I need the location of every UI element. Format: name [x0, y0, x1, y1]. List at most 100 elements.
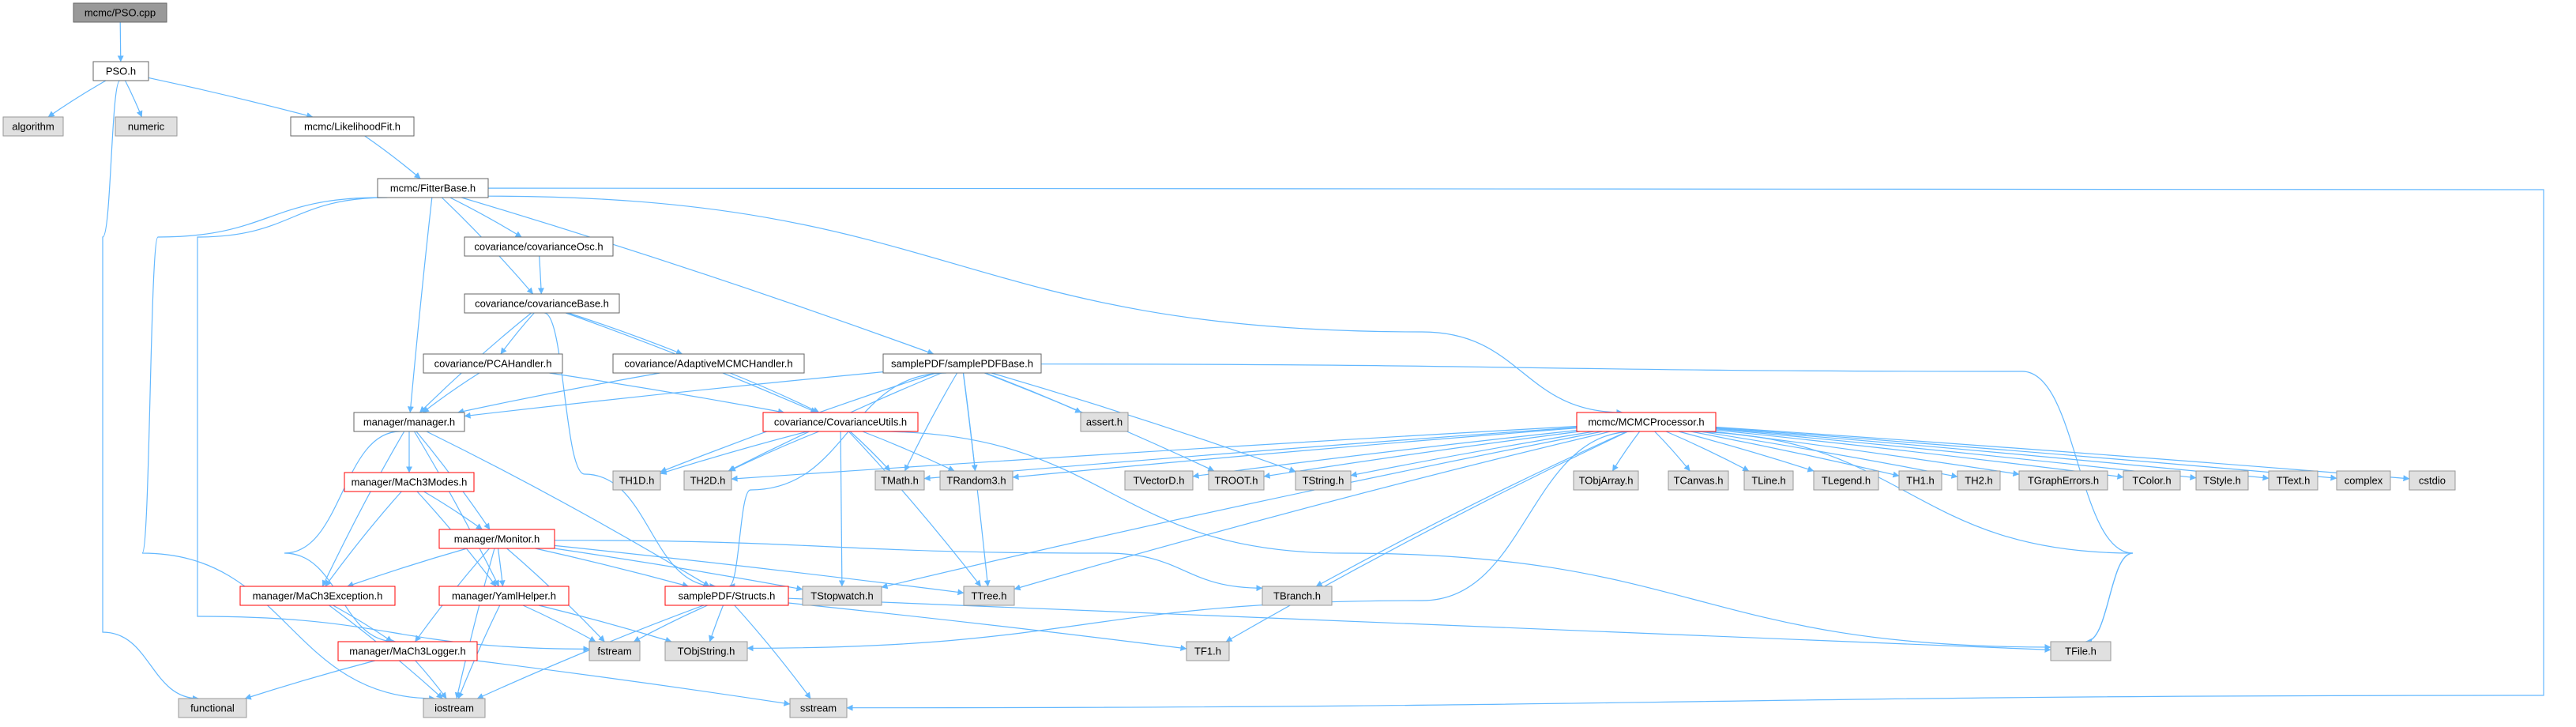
- node-tmath: TMath.h: [874, 470, 925, 491]
- edge-line: [333, 605, 393, 642]
- node-box: [874, 470, 925, 491]
- edge-line: [728, 431, 820, 472]
- node-adaptive[interactable]: covariance/AdaptiveMCMCHandler.h: [612, 353, 805, 374]
- edge-line: [413, 431, 500, 587]
- edge-mcmcprocessor-to-tstyle: [1715, 428, 2197, 480]
- node-box: [178, 698, 247, 718]
- node-covbase[interactable]: covariance/covarianceBase.h: [464, 293, 620, 314]
- node-label: TFile.h: [2065, 646, 2097, 657]
- node-ttree: TTree.h: [963, 586, 1015, 606]
- node-label: TObjArray.h: [1579, 475, 1634, 487]
- edge-line: [1192, 430, 1578, 479]
- node-likelihoodfit[interactable]: mcmc/LikelihoodFit.h: [290, 116, 415, 137]
- node-manager[interactable]: manager/manager.h: [353, 412, 465, 432]
- edge-covutils-to-ttree: [848, 431, 982, 587]
- node-tcanvas: TCanvas.h: [1668, 470, 1729, 491]
- edge-monitor-to-tstopwatch: [554, 548, 803, 592]
- edge-line: [364, 135, 421, 179]
- edge-logger-to-functional: [244, 660, 375, 700]
- node-monitor[interactable]: manager/Monitor.h: [438, 529, 555, 549]
- node-fitterbase[interactable]: mcmc/FitterBase.h: [377, 178, 489, 198]
- edge-line: [904, 372, 958, 472]
- node-exception[interactable]: manager/MaCh3Exception.h: [239, 586, 396, 606]
- edge-mcmcprocessor-to-tstopwatch: [881, 431, 1603, 590]
- node-box: [73, 2, 167, 23]
- node-pcahandler[interactable]: covariance/PCAHandler.h: [423, 353, 563, 374]
- node-box: [1576, 412, 1717, 432]
- edge-pso_h-to-algorithm: [47, 80, 107, 118]
- edge-line: [464, 371, 884, 419]
- edge-mcmcprocessor-to-th1: [1690, 431, 1900, 478]
- node-label: TF1.h: [1194, 646, 1221, 657]
- edge-monitor-to-ttree: [554, 544, 965, 596]
- edge-line: [734, 605, 811, 699]
- node-tfile: TFile.h: [2050, 641, 2112, 661]
- edge-line: [476, 660, 791, 706]
- node-pso_cpp[interactable]: mcmc/PSO.cpp: [73, 2, 167, 23]
- node-logger[interactable]: manager/MaCh3Logger.h: [337, 641, 478, 661]
- edge-monitor-to-structs: [535, 548, 689, 588]
- node-covutils[interactable]: covariance/CovarianceUtils.h: [762, 412, 919, 432]
- node-box: [464, 236, 614, 257]
- edge-line: [881, 431, 1603, 590]
- edge-fitterbase-to-iostream: [141, 197, 436, 702]
- edge-mcmcprocessor-to-tfile: [1681, 431, 2134, 645]
- node-label: TH2.h: [1965, 475, 1992, 487]
- edge-line: [325, 491, 402, 587]
- edge-samplepdfbase-to-manager: [464, 371, 884, 419]
- edge-line: [746, 431, 1634, 652]
- node-box: [344, 472, 475, 492]
- node-covosc[interactable]: covariance/covarianceOsc.h: [464, 236, 614, 257]
- node-label: manager/MaCh3Logger.h: [349, 646, 465, 657]
- node-label: PSO.h: [106, 66, 136, 77]
- edge-line: [549, 372, 784, 415]
- edge-adaptive-to-manager: [457, 372, 660, 415]
- edge-fitterbase-to-fstream: [197, 197, 590, 653]
- node-label: complex: [2345, 475, 2383, 487]
- node-box: [92, 61, 149, 81]
- edge-line: [554, 544, 965, 596]
- node-mach3modes[interactable]: manager/MaCh3Modes.h: [344, 472, 475, 492]
- node-box: [464, 293, 620, 314]
- edge-line: [454, 548, 495, 699]
- node-yamlhelper[interactable]: manager/YamlHelper.h: [438, 586, 570, 606]
- node-box: [612, 353, 805, 374]
- edge-logger-to-sstream: [476, 660, 791, 706]
- edge-line: [1225, 431, 1629, 642]
- node-box: [1186, 641, 1230, 661]
- node-label: mcmc/PSO.cpp: [85, 7, 156, 19]
- edge-line: [1654, 431, 1690, 472]
- node-box: [1743, 470, 1794, 491]
- edge-pso_cpp-to-pso_h: [117, 21, 124, 62]
- node-structs[interactable]: samplePDF/Structs.h: [664, 586, 789, 606]
- node-box: [2050, 641, 2112, 661]
- edge-line: [1012, 428, 1578, 480]
- node-label: manager/Monitor.h: [454, 533, 540, 545]
- edge-manager-to-exception: [322, 431, 405, 587]
- node-box: [1957, 470, 2001, 491]
- edge-line: [423, 491, 483, 530]
- edge-line: [102, 80, 199, 702]
- edge-line: [487, 195, 1623, 416]
- node-box: [377, 178, 489, 198]
- edge-line: [407, 197, 433, 413]
- edge-covutils-to-th1d: [660, 431, 808, 475]
- edge-structs-to-tf1: [788, 602, 1187, 651]
- node-label: algorithm: [12, 121, 54, 133]
- node-samplepdfbase[interactable]: samplePDF/samplePDFBase.h: [882, 353, 1042, 374]
- node-pso_h[interactable]: PSO.h: [92, 61, 149, 81]
- edge-line: [1678, 431, 1814, 473]
- node-box: [2195, 470, 2249, 491]
- edge-covutils-to-th2d: [728, 431, 820, 472]
- edge-fitterbase-to-covosc: [449, 197, 522, 238]
- edge-line: [554, 540, 1263, 592]
- node-label: TRandom3.h: [946, 475, 1006, 487]
- node-tstyle: TStyle.h: [2195, 470, 2249, 491]
- edge-mcmcprocessor-to-tbranch: [1315, 431, 1628, 587]
- node-label: TH1.h: [1906, 475, 1934, 487]
- edge-mcmcprocessor-to-tmath: [923, 427, 1578, 481]
- node-label: TColor.h: [2132, 475, 2171, 487]
- node-box: [664, 641, 748, 661]
- node-mcmcprocessor[interactable]: mcmc/MCMCProcessor.h: [1576, 412, 1717, 432]
- edge-covutils-to-trandom3: [862, 431, 955, 472]
